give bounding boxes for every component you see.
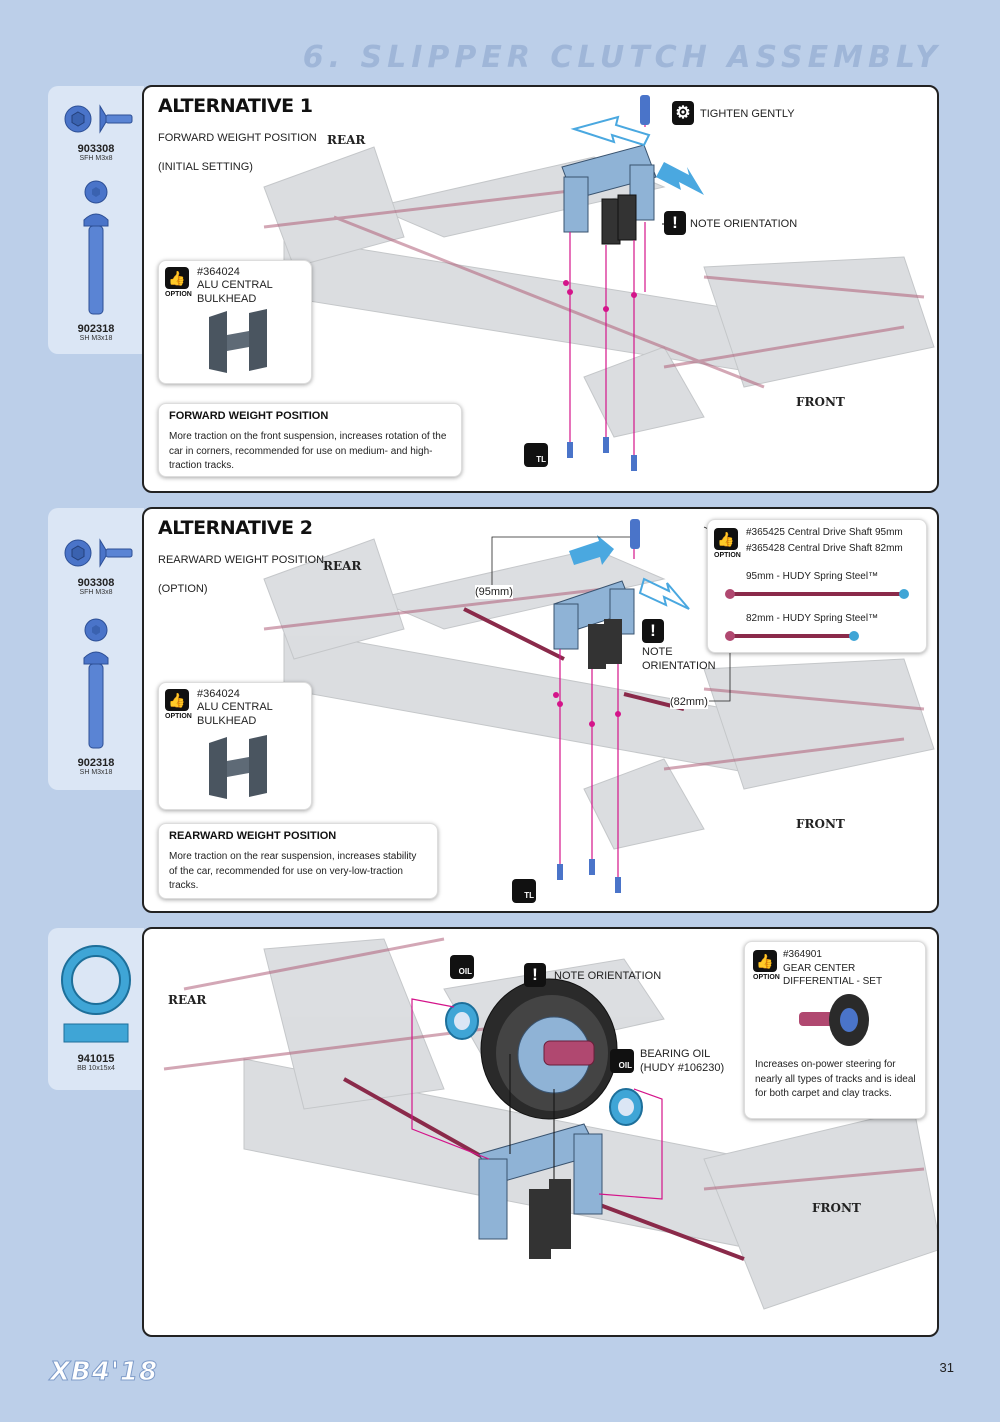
- bearing-oil-line-1: BEARING OIL: [640, 1048, 711, 1060]
- warning-icon: !: [524, 963, 546, 987]
- note-orientation-callout: NOTE ORIENTATION: [554, 970, 662, 982]
- option-word: OPTION: [165, 291, 192, 298]
- front-label: FRONT: [796, 395, 845, 409]
- ball-bearing-icon: [61, 945, 131, 1043]
- note-orientation-line-1: NOTE: [642, 646, 673, 658]
- part-902318: 902318 SH M3x18: [48, 178, 144, 342]
- dimension-82mm: (82mm): [670, 695, 708, 710]
- brand-logo: XB4'18: [49, 1357, 159, 1388]
- shaft-82-code: #365428 Central Drive Shaft 82mm: [746, 543, 903, 554]
- parts-strip-3: 941015 BB 10x15x4: [48, 928, 144, 1090]
- chassis-diagram: [263, 519, 935, 893]
- part-903308: 903308 SFH M3x8: [48, 100, 144, 162]
- rear-label: REAR: [168, 993, 207, 1007]
- parts-strip-2: 903308 SFH M3x8 902318 SH M3x18: [48, 508, 144, 790]
- option-name: ALU CENTRAL BULKHEAD: [197, 279, 273, 306]
- option-name: GEAR CENTER DIFFERENTIAL - SET: [783, 963, 883, 987]
- part-903308: 903308 SFH M3x8: [48, 534, 144, 596]
- option-name: ALU CENTRAL BULKHEAD: [197, 701, 273, 728]
- option-code: #364024: [197, 688, 240, 700]
- oil-icon: OIL: [610, 1049, 634, 1073]
- part-code: 903308: [77, 577, 115, 589]
- bearing-oil-callout: BEARING OIL (HUDY #106230): [640, 1047, 724, 1076]
- forward-weight-info-box: FORWARD WEIGHT POSITION More traction on…: [158, 403, 462, 477]
- bulkhead-icon: [209, 735, 267, 799]
- warning-icon: !: [664, 211, 686, 235]
- part-902318: 902318 SH M3x18: [48, 616, 144, 776]
- option-bulkhead-box: 👍 OPTION #364024 ALU CENTRAL BULKHEAD: [158, 260, 312, 384]
- tighten-gently-callout: TIGHTEN GENTLY: [700, 108, 795, 120]
- option-description: Increases on-power steering for nearly a…: [755, 1059, 916, 1099]
- chassis-diagram: [263, 95, 935, 471]
- shaft-95-code: #365425 Central Drive Shaft 95mm: [746, 527, 903, 538]
- chassis-diagram: [163, 937, 937, 1310]
- info-text: More traction on the front suspension, i…: [169, 431, 447, 471]
- part-spec: SH M3x18: [79, 769, 113, 776]
- note-orientation-callout: NOTE ORIENTATION: [642, 645, 716, 674]
- rear-label: REAR: [323, 559, 362, 573]
- part-spec: BB 10x15x4: [77, 1065, 115, 1072]
- central-drive-shaft-box: 👍 OPTION #365425 Central Drive Shaft 95m…: [707, 519, 927, 653]
- part-spec: SFH M3x8: [79, 589, 113, 596]
- front-label: FRONT: [812, 1201, 861, 1215]
- option-code: #364901: [783, 949, 822, 960]
- option-word: OPTION: [753, 974, 780, 981]
- rearward-weight-info-box: REARWARD WEIGHT POSITION More traction o…: [158, 823, 438, 899]
- part-code: 941015: [77, 1053, 115, 1065]
- threadlock-icon: TL: [524, 443, 548, 467]
- screw-head-icon: [64, 538, 133, 568]
- option-center-diff-box: 👍 OPTION #364901 GEAR CENTER DIFFERENTIA…: [744, 941, 926, 1119]
- dimension-95mm: (95mm): [475, 585, 513, 600]
- drive-shaft-82-icon: [725, 631, 859, 641]
- center-diff-icon: [799, 994, 869, 1046]
- alternative-1-title: ALTERNATIVE 1: [158, 95, 313, 117]
- shaft-82-label: 82mm - HUDY Spring Steel™: [746, 613, 879, 624]
- part-spec: SFH M3x8: [79, 155, 113, 162]
- weight-position-label: REARWARD WEIGHT POSITION: [158, 554, 325, 566]
- front-label: FRONT: [796, 817, 845, 831]
- parts-strip-1: 903308 SFH M3x8 902318 SH M3x18: [48, 86, 144, 354]
- info-title: REARWARD WEIGHT POSITION: [169, 830, 337, 842]
- cap-screw-icon: [83, 618, 109, 749]
- setting-label: (INITIAL SETTING): [158, 161, 253, 173]
- option-word: OPTION: [165, 713, 192, 720]
- part-code: 903308: [77, 143, 115, 155]
- option-word: OPTION: [714, 552, 741, 559]
- cap-screw-icon: [83, 180, 109, 315]
- part-code: 902318: [77, 323, 115, 335]
- threadlock-icon: TL: [512, 879, 536, 903]
- drive-shaft-95-icon: [725, 589, 909, 599]
- page-number: 31: [939, 1360, 954, 1375]
- warning-icon: !: [642, 619, 664, 643]
- thumbs-up-icon: 👍: [165, 689, 189, 711]
- info-title: FORWARD WEIGHT POSITION: [169, 410, 329, 422]
- panel-alternative-1: ALTERNATIVE 1 FORWARD WEIGHT POSITION (I…: [142, 85, 939, 493]
- note-orientation-line-2: ORIENTATION: [642, 660, 716, 673]
- thumbs-up-icon: 👍: [753, 950, 777, 972]
- bulkhead-icon: [209, 309, 267, 373]
- weight-position-label: FORWARD WEIGHT POSITION: [158, 132, 317, 144]
- info-text: More traction on the rear suspension, in…: [169, 851, 417, 891]
- note-orientation-callout: NOTE ORIENTATION: [690, 218, 798, 230]
- thumbs-up-icon: 👍: [165, 267, 189, 289]
- thumbs-up-icon: 👍: [714, 528, 738, 550]
- option-code: #364024: [197, 266, 240, 278]
- option-bulkhead-box: 👍 OPTION #364024 ALU CENTRAL BULKHEAD: [158, 682, 312, 810]
- shaft-95-label: 95mm - HUDY Spring Steel™: [746, 571, 879, 582]
- screw-head-icon: [64, 104, 133, 134]
- setting-label: (OPTION): [158, 583, 208, 595]
- page-title: 6. SLIPPER CLUTCH ASSEMBLY: [302, 40, 942, 75]
- panel-alternative-2: ALTERNATIVE 2 REARWARD WEIGHT POSITION (…: [142, 507, 939, 913]
- rear-label: REAR: [327, 133, 366, 147]
- bearing-oil-line-2: (HUDY #106230): [640, 1062, 725, 1075]
- part-code: 902318: [77, 757, 115, 769]
- alternative-2-title: ALTERNATIVE 2: [158, 517, 313, 539]
- part-941015: 941015 BB 10x15x4: [48, 938, 144, 1072]
- part-spec: SH M3x18: [79, 335, 113, 342]
- oil-icon: OIL: [450, 955, 474, 979]
- tighten-icon: ⚙: [672, 101, 694, 125]
- panel-center-diff: REAR FRONT OIL ! NOTE ORIENTATION OIL BE…: [142, 927, 939, 1337]
